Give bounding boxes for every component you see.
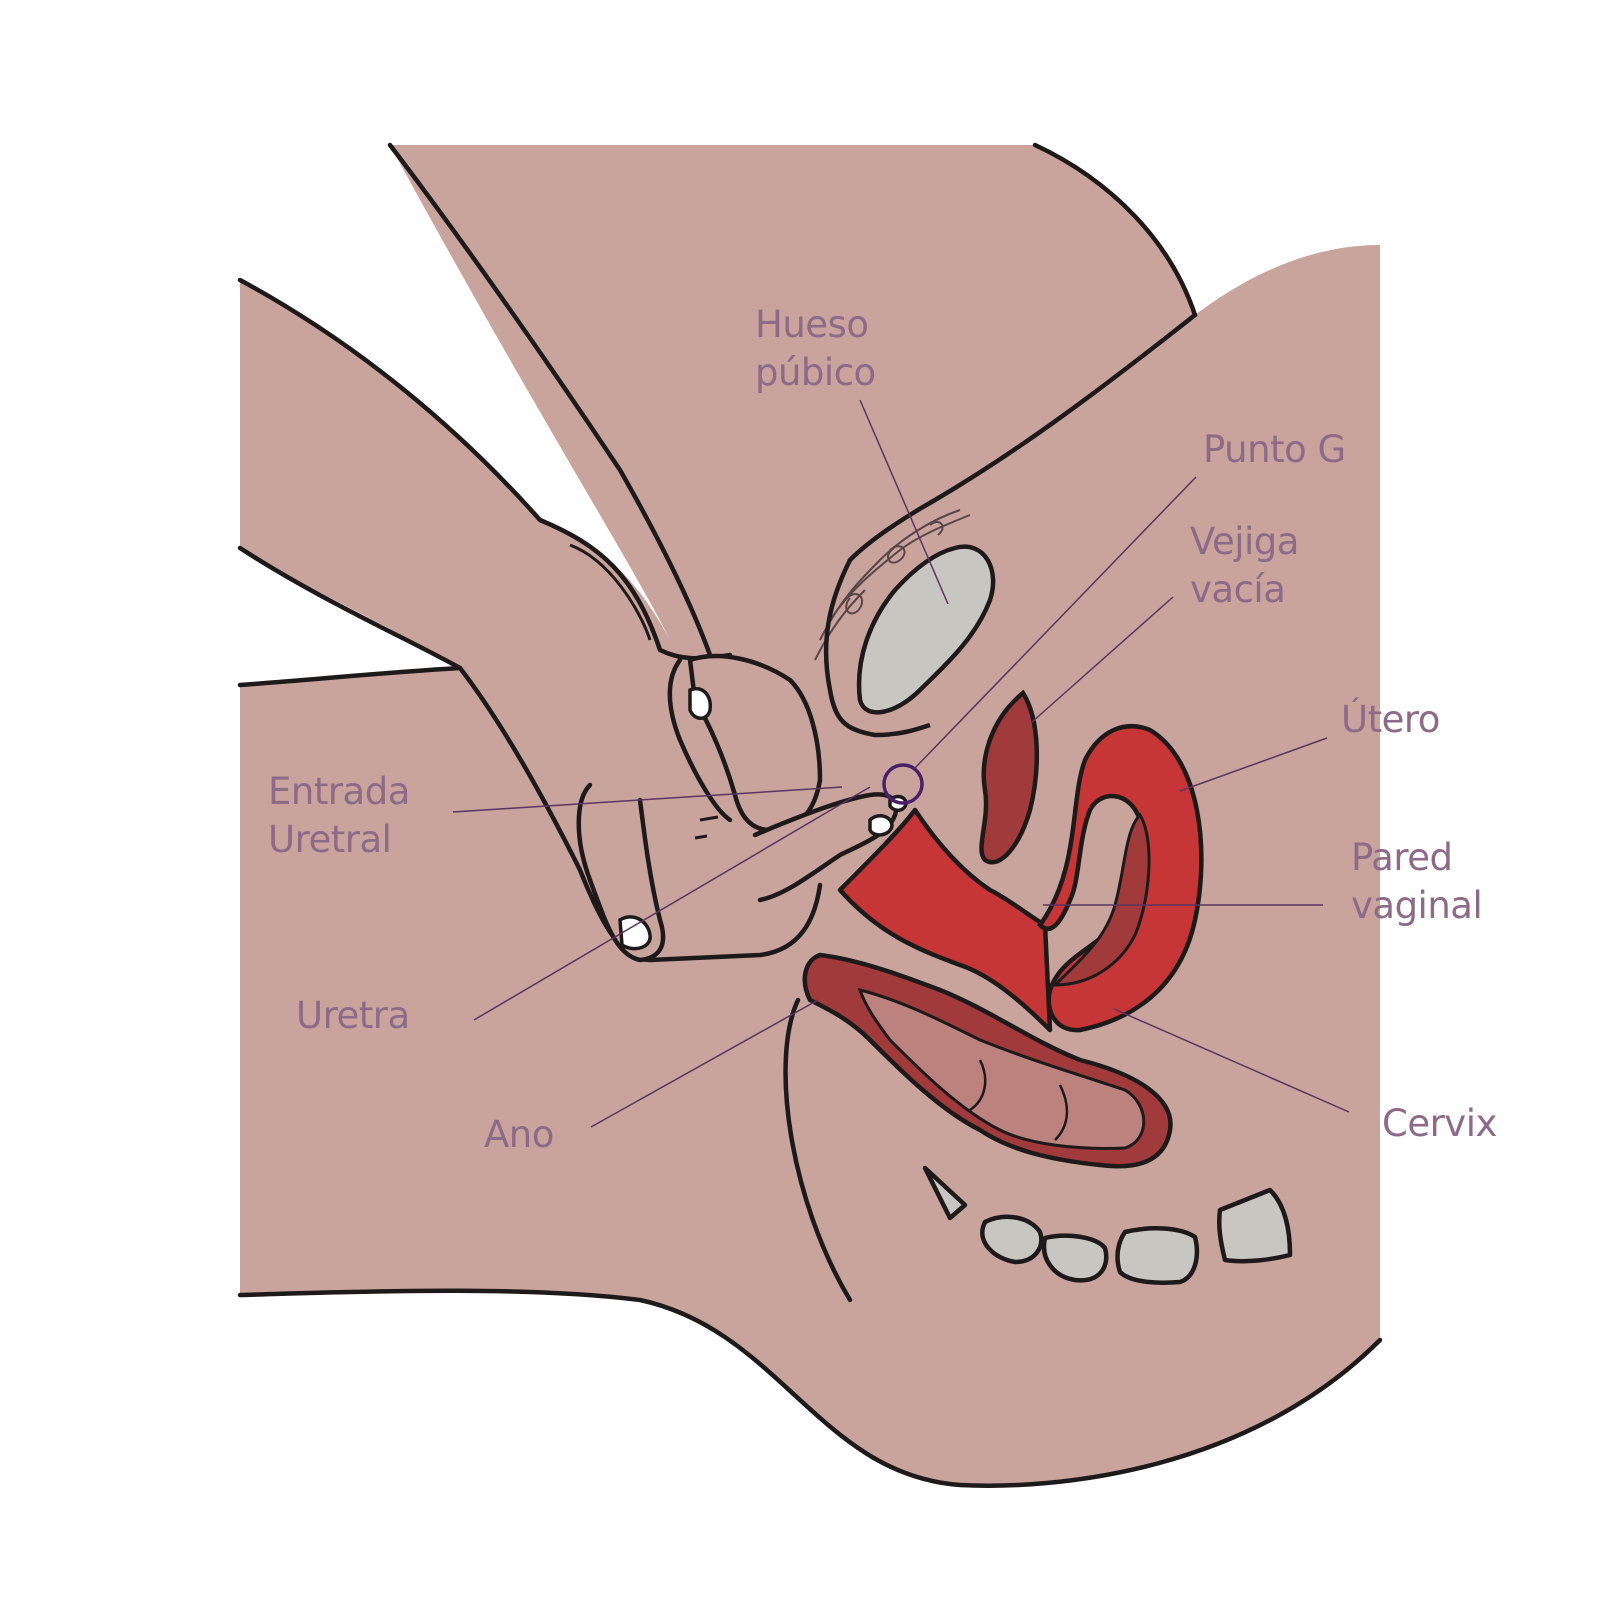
- vaginal-canal: [837, 807, 1053, 1033]
- pubic-hair: [814, 509, 971, 661]
- buttock-outline: [237, 1288, 1383, 1488]
- upper-leg-top: [387, 142, 713, 658]
- rectum-folds: [969, 1059, 1069, 1141]
- leader-pubic-bone: [859, 399, 949, 605]
- lower-leg-top: [237, 665, 463, 688]
- label-uterus: Útero: [1341, 698, 1440, 741]
- uterine-cavity: [1051, 812, 1151, 987]
- rectum-inner: [857, 987, 1146, 1150]
- leader-g-spot: [914, 476, 1197, 769]
- fingernails: [618, 687, 908, 951]
- knuckle-finger: [687, 653, 823, 833]
- thumb: [576, 782, 666, 963]
- leg-gap: [240, 548, 460, 685]
- leader-uterus: [1179, 737, 1328, 792]
- leader-anus: [590, 999, 819, 1128]
- gluteal-crease: [783, 997, 853, 1303]
- label-cervix: Cervix: [1382, 1102, 1497, 1145]
- arm-outline: [237, 545, 823, 963]
- leader-urethral-entrance: [452, 786, 843, 813]
- hand: [576, 653, 899, 963]
- index-finger: [752, 792, 899, 903]
- leader-urethra: [473, 786, 871, 1021]
- back-outline: [1032, 142, 1198, 318]
- g-spot-marker: [882, 763, 924, 805]
- curled-finger: [667, 657, 733, 823]
- hand-top-outline: [237, 277, 733, 661]
- knuckle-crease: [569, 543, 719, 840]
- bladder: [979, 689, 1040, 865]
- pubic-bone: [856, 544, 996, 715]
- leader-bladder: [1031, 596, 1174, 723]
- vulva-outline: [823, 558, 931, 738]
- label-g-spot: Punto G: [1203, 428, 1346, 471]
- label-urethra: Uretra: [296, 994, 410, 1037]
- leader-cervix: [1113, 1008, 1350, 1113]
- label-anus: Ano: [484, 1113, 554, 1156]
- coccyx: [922, 1165, 1293, 1285]
- belly-outline: [847, 312, 1198, 563]
